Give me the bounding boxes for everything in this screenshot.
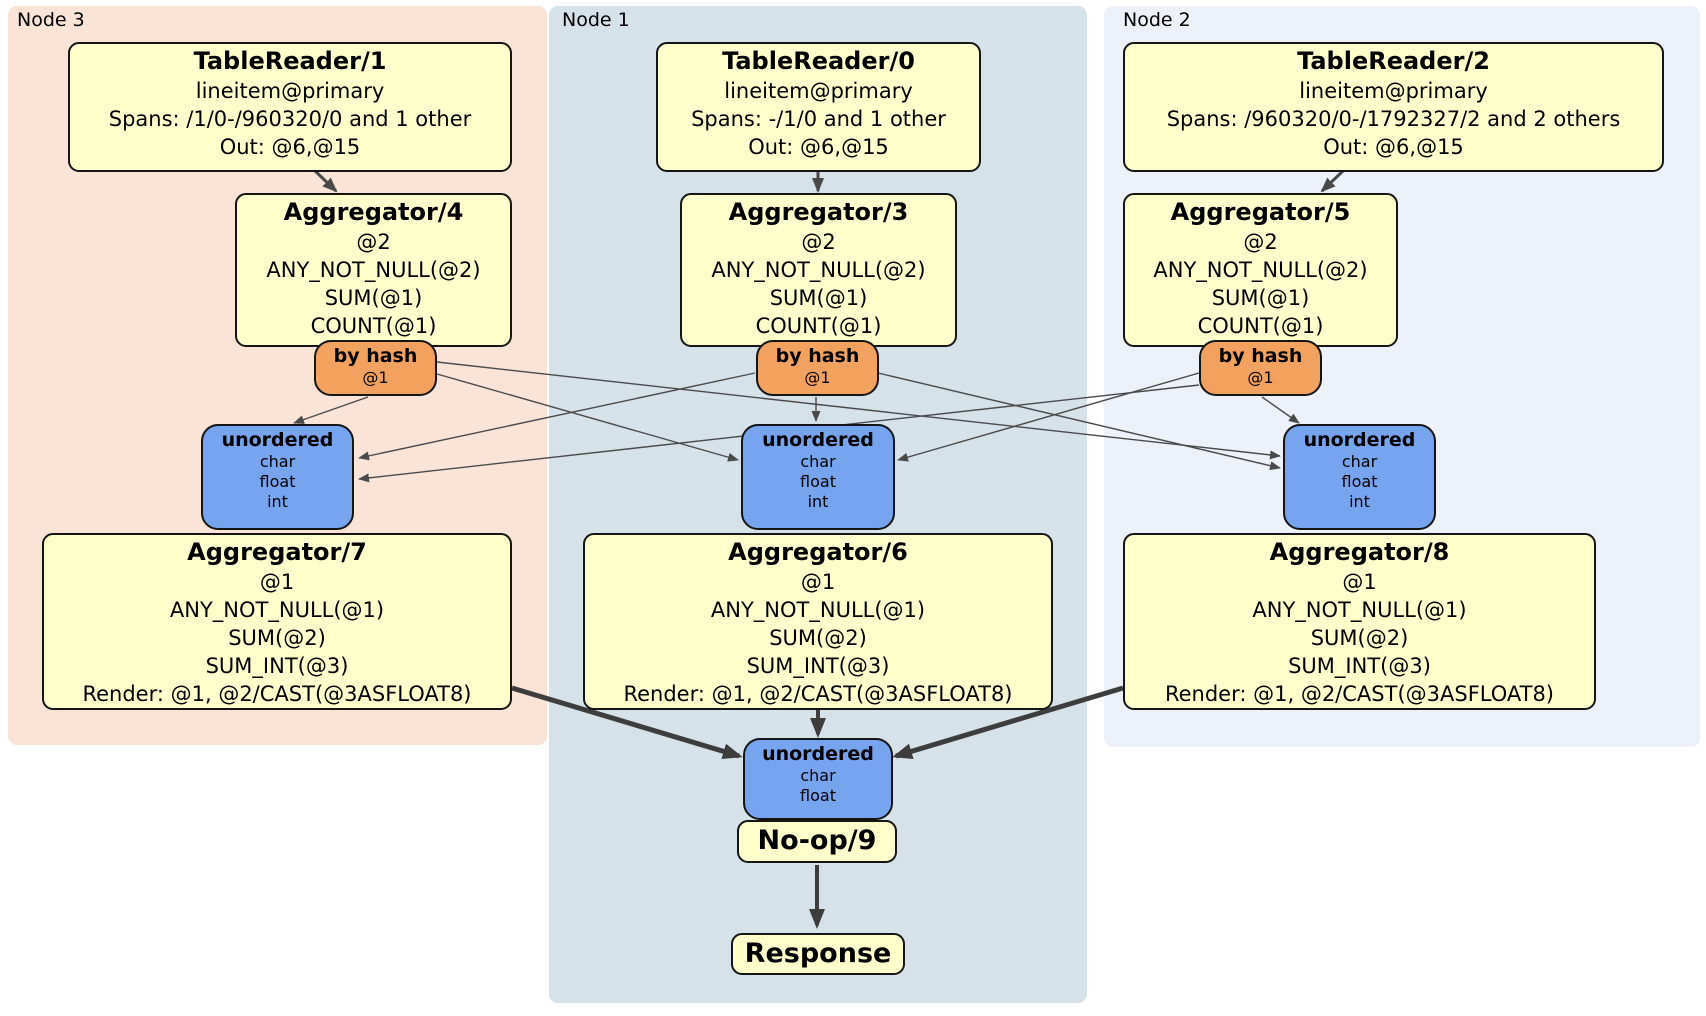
aggregator-6-box: Aggregator/6 @1 ANY_NOT_NULL(@1) SUM(@2)… bbox=[583, 533, 1053, 710]
hash-router-node2-title: by hash bbox=[1218, 345, 1303, 367]
tablereader-0-index: lineitem@primary bbox=[724, 79, 913, 103]
aggregator-7-title: Aggregator/7 bbox=[187, 538, 367, 566]
aggregator-8-box: Aggregator/8 @1 ANY_NOT_NULL(@1) SUM(@2)… bbox=[1123, 533, 1596, 710]
noop-box: No-op/9 bbox=[737, 820, 897, 863]
tablereader-1-out: Out: @6,@15 bbox=[219, 135, 361, 159]
tablereader-1-box: TableReader/1 lineitem@primary Spans: /1… bbox=[68, 42, 512, 172]
edge-router-n1-to-sync-n3 bbox=[358, 372, 756, 461]
tablereader-1-index: lineitem@primary bbox=[195, 79, 385, 103]
tablereader-2-index: lineitem@primary bbox=[1299, 79, 1488, 103]
aggregator-4-title: Aggregator/4 bbox=[283, 198, 464, 226]
tablereader-1-title: TableReader/1 bbox=[193, 47, 387, 75]
response-box: Response bbox=[731, 933, 905, 975]
unordered-sync-output: unordered char float bbox=[743, 738, 893, 820]
tablereader-0-title: TableReader/0 bbox=[722, 47, 915, 75]
edge-aggregator7-to-output-sync bbox=[511, 685, 743, 760]
edge-router-n2-to-sync-n2 bbox=[1261, 396, 1300, 424]
node1-label: Node 1 bbox=[562, 9, 630, 31]
unordered-sync-node2-title: unordered bbox=[1303, 429, 1416, 451]
aggregator-5-box: Aggregator/5 @2 ANY_NOT_NULL(@2) SUM(@1)… bbox=[1123, 193, 1398, 347]
unordered-sync-node2: unordered char float int bbox=[1283, 424, 1436, 530]
tablereader-1-spans: Spans: /1/0-/960320/0 and 1 other bbox=[108, 107, 472, 131]
noop-title: No-op/9 bbox=[757, 825, 877, 856]
aggregator-4-box: Aggregator/4 @2 ANY_NOT_NULL(@2) SUM(@1)… bbox=[235, 193, 512, 347]
hash-router-node2-detail: @1 bbox=[1247, 368, 1274, 387]
edge-router-n1-to-sync-n2 bbox=[877, 372, 1281, 471]
hash-router-node1-detail: @1 bbox=[804, 368, 831, 387]
aggregator-8-title: Aggregator/8 bbox=[1269, 538, 1450, 566]
node2-label: Node 2 bbox=[1123, 9, 1191, 31]
hash-router-node3-detail: @1 bbox=[362, 368, 389, 387]
edge-router-n3-to-sync-n3 bbox=[293, 396, 369, 424]
tablereader-2-box: TableReader/2 lineitem@primary Spans: /9… bbox=[1123, 42, 1664, 172]
edge-tablereader2-to-aggregator5 bbox=[1320, 168, 1346, 193]
hash-router-node1-title: by hash bbox=[775, 345, 860, 367]
tablereader-0-spans: Spans: -/1/0 and 1 other bbox=[691, 107, 946, 131]
tablereader-0-out: Out: @6,@15 bbox=[748, 135, 889, 159]
unordered-sync-output-title: unordered bbox=[762, 743, 874, 765]
node3-label: Node 3 bbox=[17, 9, 85, 31]
edge-router-n2-to-sync-n1 bbox=[897, 372, 1200, 462]
unordered-sync-node1: unordered char float int bbox=[741, 424, 895, 530]
aggregator-3-box: Aggregator/3 @2 ANY_NOT_NULL(@2) SUM(@1)… bbox=[680, 193, 957, 347]
tablereader-2-out: Out: @6,@15 bbox=[1323, 135, 1464, 159]
aggregator-3-title: Aggregator/3 bbox=[728, 198, 909, 226]
unordered-sync-node1-title: unordered bbox=[762, 429, 874, 451]
aggregator-6-title: Aggregator/6 bbox=[728, 538, 908, 566]
response-title: Response bbox=[744, 938, 892, 969]
edge-router-n3-to-sync-n1 bbox=[436, 373, 739, 462]
tablereader-0-box: TableReader/0 lineitem@primary Spans: -/… bbox=[656, 42, 981, 172]
tablereader-2-title: TableReader/2 bbox=[1297, 47, 1490, 75]
hash-router-node3-title: by hash bbox=[333, 345, 418, 367]
edge-aggregator8-to-output-sync bbox=[892, 685, 1124, 760]
hash-router-node3: by hash @1 bbox=[314, 340, 437, 396]
hash-router-node1: by hash @1 bbox=[756, 340, 879, 396]
aggregator-7-box: Aggregator/7 @1 ANY_NOT_NULL(@1) SUM(@2)… bbox=[42, 533, 512, 710]
hash-router-node2: by hash @1 bbox=[1199, 340, 1322, 396]
tablereader-2-spans: Spans: /960320/0-/1792327/2 and 2 others bbox=[1166, 107, 1621, 131]
unordered-sync-node3: unordered char float int bbox=[201, 424, 354, 530]
edge-router-n3-to-sync-n2 bbox=[436, 361, 1281, 460]
unordered-sync-node3-title: unordered bbox=[221, 429, 334, 451]
aggregator-5-title: Aggregator/5 bbox=[1170, 198, 1351, 226]
